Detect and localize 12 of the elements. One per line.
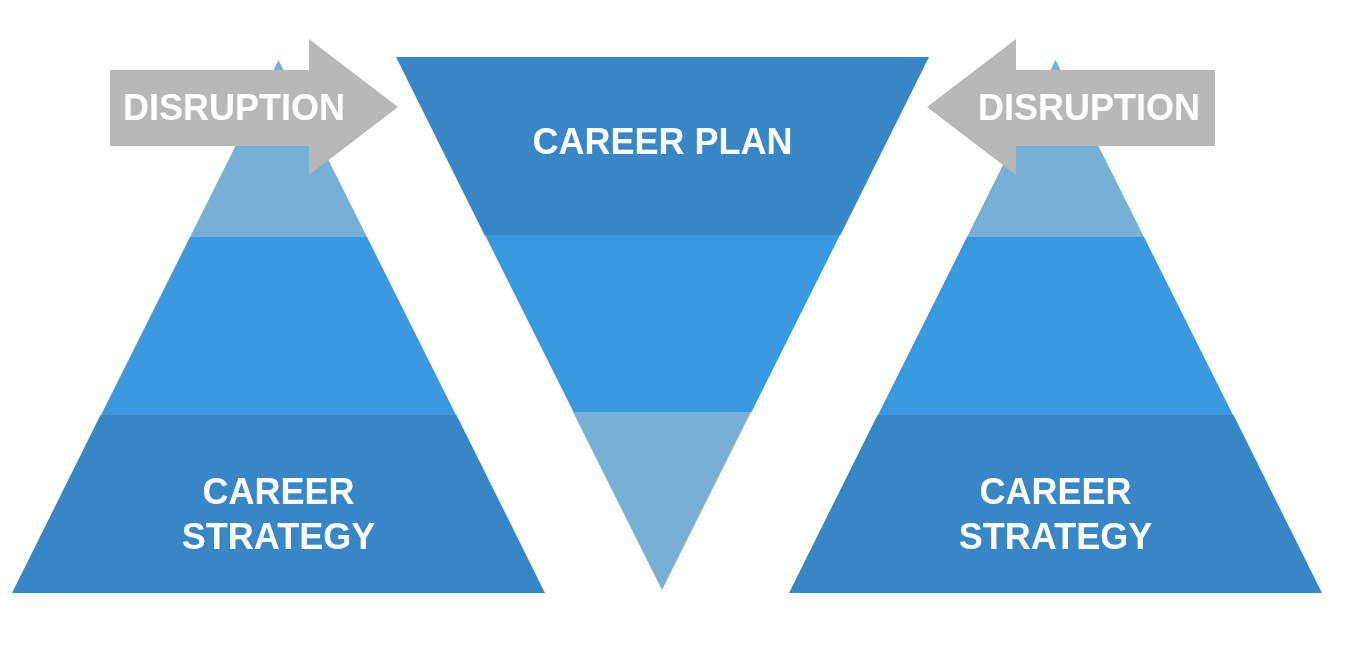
funnel-middle-band bbox=[484, 235, 840, 412]
band-label: CAREER STRATEGY bbox=[957, 470, 1154, 559]
pyramid-middle-band bbox=[877, 237, 1233, 415]
band-label: CAREER PLAN bbox=[532, 119, 793, 164]
pyramid-base-band bbox=[789, 415, 1322, 593]
funnel-tip-band bbox=[573, 412, 751, 590]
pyramid-base-band bbox=[12, 415, 545, 593]
pyramid-middle-band bbox=[100, 237, 456, 415]
funnel-top-band bbox=[396, 57, 929, 235]
arrow-label: DISRUPTION bbox=[123, 85, 345, 130]
arrow-label: DISRUPTION bbox=[978, 85, 1200, 130]
band-label: CAREER STRATEGY bbox=[180, 470, 377, 559]
